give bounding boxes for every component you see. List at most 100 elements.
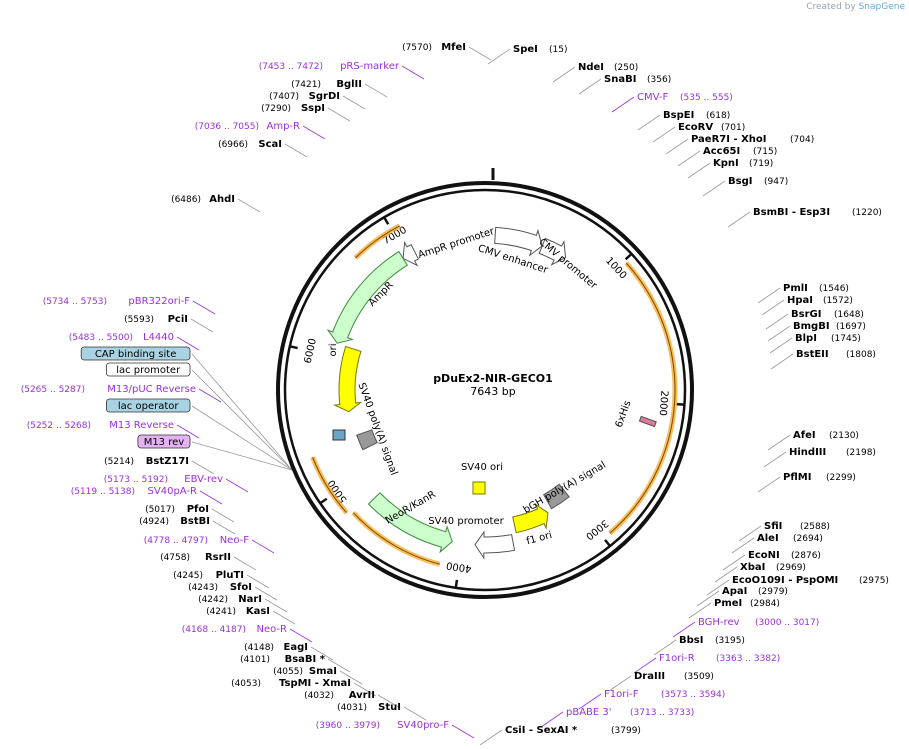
site-prs-marker[interactable]: pRS-marker [340, 61, 400, 72]
site-pbabe-3-[interactable]: pBABE 3' [566, 707, 612, 718]
tick-label: 6000 [303, 337, 319, 364]
feature-tag-lac-promoter[interactable] [106, 362, 191, 377]
site-kasi[interactable]: KasI [246, 606, 270, 617]
site-blpi[interactable]: BlpI [795, 333, 817, 344]
site-hpai[interactable]: HpaI [787, 295, 813, 306]
site-avrii[interactable]: AvrII [349, 690, 375, 701]
feature-f1-ori[interactable] [512, 502, 549, 534]
site-bbsi[interactable]: BbsI [679, 635, 703, 646]
site-position: (2299) [826, 473, 856, 483]
site-bmgbi[interactable]: BmgBI [793, 321, 830, 332]
site-pfoi[interactable]: PfoI [187, 504, 209, 515]
site-bspei[interactable]: BspEI [663, 110, 694, 121]
site-bsrgi[interactable]: BsrGI [791, 309, 821, 320]
feature-sv40-ori[interactable] [472, 481, 486, 495]
site-bglii[interactable]: BglII [336, 79, 362, 90]
site-f1ori-f[interactable]: F1ori-F [604, 689, 639, 700]
site-acc65i[interactable]: Acc65I [703, 146, 740, 157]
site-pluti[interactable]: PluTI [216, 570, 244, 581]
site-ecoo109i-pspomi[interactable]: EcoO109I - PspOMI [732, 575, 838, 586]
site-sgrdi[interactable]: SgrDI [309, 91, 340, 102]
site-m13-reverse[interactable]: M13 Reverse [109, 420, 174, 431]
site-bsgi[interactable]: BsgI [728, 176, 752, 187]
feature-arrows [326, 226, 657, 560]
site-neo-f[interactable]: Neo-F [220, 535, 250, 546]
site-rsrii[interactable]: RsrII [205, 552, 231, 563]
site-bsteii[interactable]: BstEII [796, 349, 829, 360]
site-f1ori-r[interactable]: F1ori-R [659, 653, 695, 664]
site-position: (704) [790, 135, 814, 145]
site-apai[interactable]: ApaI [722, 586, 747, 597]
site-position: (3195) [715, 636, 745, 646]
site-l4440[interactable]: L4440 [143, 332, 174, 343]
site-econi[interactable]: EcoNI [748, 550, 780, 561]
site-ebv-rev[interactable]: EBV-rev [184, 474, 223, 485]
feature-6xhis[interactable] [638, 415, 657, 428]
site-alei[interactable]: AleI [757, 533, 779, 544]
site-pmei[interactable]: PmeI [714, 598, 742, 609]
site-pflmi[interactable]: PflMI [783, 472, 811, 483]
feature-tag-lac-operator[interactable] [106, 398, 191, 413]
feature-ampr[interactable] [326, 250, 409, 344]
site-bsabi-[interactable]: BsaBI * [285, 654, 326, 665]
site-sv40pa-r[interactable]: SV40pA-R [148, 486, 197, 497]
site-pmli[interactable]: PmlI [783, 283, 808, 294]
site-bstbi[interactable]: BstBI [180, 516, 210, 527]
site-scai[interactable]: ScaI [258, 139, 282, 150]
plasmid-length: 7643 bp [470, 385, 515, 398]
site-sfoi[interactable]: SfoI [230, 582, 252, 593]
site-position: (5593) [124, 315, 154, 325]
site-bstz17i[interactable]: BstZ17I [146, 456, 189, 467]
site-csii-sexai-[interactable]: CsiI - SexAI * [505, 725, 578, 736]
site-cmv-f[interactable]: CMV-F [637, 92, 668, 103]
leader-line [770, 353, 794, 370]
site-paer7i-xhoi[interactable]: PaeR7I - XhoI [691, 134, 767, 145]
site-smai[interactable]: SmaI [309, 666, 337, 677]
leader-line [191, 369, 293, 471]
site-mfei[interactable]: MfeI [441, 42, 466, 53]
site-pbr322ori-f[interactable]: pBR322ori-F [128, 296, 190, 307]
site-snabi[interactable]: SnaBI [604, 74, 636, 85]
site-spei[interactable]: SpeI [513, 44, 538, 55]
site-kpni[interactable]: KpnI [713, 158, 739, 169]
leader-line [403, 706, 427, 721]
feature-neor-kanr[interactable] [367, 492, 453, 554]
site-draiii[interactable]: DraIII [634, 671, 665, 682]
site-ecorv[interactable]: EcoRV [678, 122, 713, 133]
feature-sv40-promoter[interactable] [474, 530, 516, 560]
site-pcii[interactable]: PciI [168, 314, 188, 325]
site-ahdi[interactable]: AhdI [209, 194, 235, 205]
site-stui[interactable]: StuI [378, 702, 401, 713]
feature-sv40-poly-a-signal[interactable] [356, 429, 378, 451]
feature-cmv-enhancer[interactable] [494, 226, 543, 257]
site-bgh-rev[interactable]: BGH-rev [698, 617, 740, 628]
feature-tag-cap-binding-site[interactable] [80, 346, 191, 361]
feature-ampr-promoter[interactable] [402, 240, 420, 267]
site-tspmi-xmai[interactable]: TspMI - XmaI [279, 678, 351, 689]
site-sspi[interactable]: SspI [301, 103, 325, 114]
feature-bgh-poly-a-signal[interactable] [542, 483, 570, 510]
site-position: (1546) [819, 284, 849, 294]
site-position: (7570) [402, 43, 432, 53]
site-m13-puc-reverse[interactable]: M13/pUC Reverse [107, 384, 196, 395]
site-ndei[interactable]: NdeI [578, 62, 604, 73]
feature-label: SV40 poly(A) signal [355, 381, 399, 477]
site-sfii[interactable]: SfiI [764, 521, 782, 532]
site-hindiii[interactable]: HindIII [789, 447, 826, 458]
leader-line [652, 126, 676, 143]
site-eagi[interactable]: EagI [284, 642, 308, 653]
site-sv40pro-f[interactable]: SV40pro-F [397, 720, 449, 731]
site-neo-r[interactable]: Neo-R [257, 624, 288, 635]
site-bsmbi-esp3i[interactable]: BsmBI - Esp3I [753, 207, 830, 218]
tick-mark [676, 402, 685, 406]
site-afei[interactable]: AfeI [793, 430, 816, 441]
feature-lac-cluster[interactable] [332, 429, 346, 441]
feature-cmv-promoter[interactable] [538, 237, 567, 266]
site-position: (4031) [337, 703, 367, 713]
site-xbai[interactable]: XbaI [740, 562, 765, 573]
feature-tag-m13-rev[interactable] [137, 434, 191, 449]
site-nari[interactable]: NarI [238, 594, 262, 605]
feature-ori[interactable] [332, 345, 363, 413]
snapgene-logo[interactable]: SnapGene [858, 2, 905, 12]
site-amp-r[interactable]: Amp-R [267, 121, 301, 132]
